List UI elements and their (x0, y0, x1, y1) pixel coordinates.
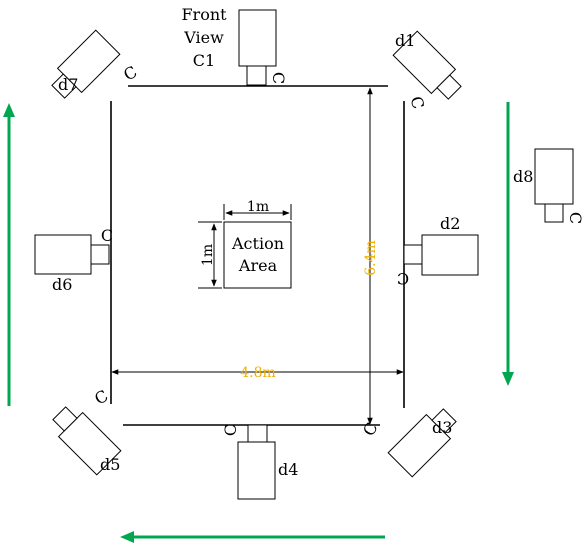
camera-d7-connector: C (120, 62, 140, 85)
camera-d1 (392, 30, 462, 100)
action-area-line2: Area (238, 256, 278, 275)
camera-d4 (237, 424, 276, 500)
camera-d8-connector: C (566, 212, 585, 224)
camera-d6 (34, 234, 110, 275)
direction-arrow-bottom-left (120, 531, 385, 543)
camera-c1-connector: C (269, 72, 288, 84)
camera-d5-label: d5 (100, 455, 120, 474)
width-dimension: 4.8m (111, 365, 404, 381)
camera-d2-connector: C (397, 269, 409, 288)
camera-d2 (403, 234, 479, 276)
camera-d3-label: d3 (432, 418, 452, 437)
camera-d5-connector: C (91, 386, 111, 409)
camera-d7 (51, 29, 121, 99)
camera-d4-label: d4 (278, 460, 298, 479)
action-area: Action Area 1m 1m (198, 199, 292, 289)
front-view-label-line2: View (183, 28, 224, 47)
camera-c1-lens (246, 65, 267, 86)
camera-d6-label: d6 (52, 275, 72, 294)
camera-d1-label: d1 (395, 31, 415, 50)
camera-d3 (387, 408, 457, 478)
action-area-height-label: 1m (200, 244, 216, 266)
direction-arrow-right-down (502, 102, 514, 386)
camera-d4-connector: C (221, 424, 240, 436)
width-dimension-label: 4.8m (240, 365, 276, 381)
action-area-line1: Action (231, 234, 284, 253)
direction-arrow-left-up (3, 103, 15, 406)
height-dimension: 6.4m (363, 87, 379, 425)
camera-d6-connector: C (101, 226, 113, 245)
front-view-label-line1: Front (181, 5, 227, 24)
action-area-width-label: 1m (247, 199, 269, 215)
front-view-label-line3: C1 (193, 51, 215, 70)
camera-d8-label: d8 (513, 167, 533, 186)
camera-d2-label: d2 (440, 214, 460, 233)
camera-d5 (52, 406, 122, 476)
height-dimension-label: 6.4m (363, 240, 379, 276)
camera-d1-connector: C (407, 94, 429, 111)
camera-d7-label: d7 (58, 75, 78, 94)
camera-c1-body (238, 9, 277, 67)
front-view-camera: Front View C1 C (181, 5, 288, 86)
camera-d3-connector: C (359, 419, 382, 439)
camera-d8 (534, 148, 574, 223)
